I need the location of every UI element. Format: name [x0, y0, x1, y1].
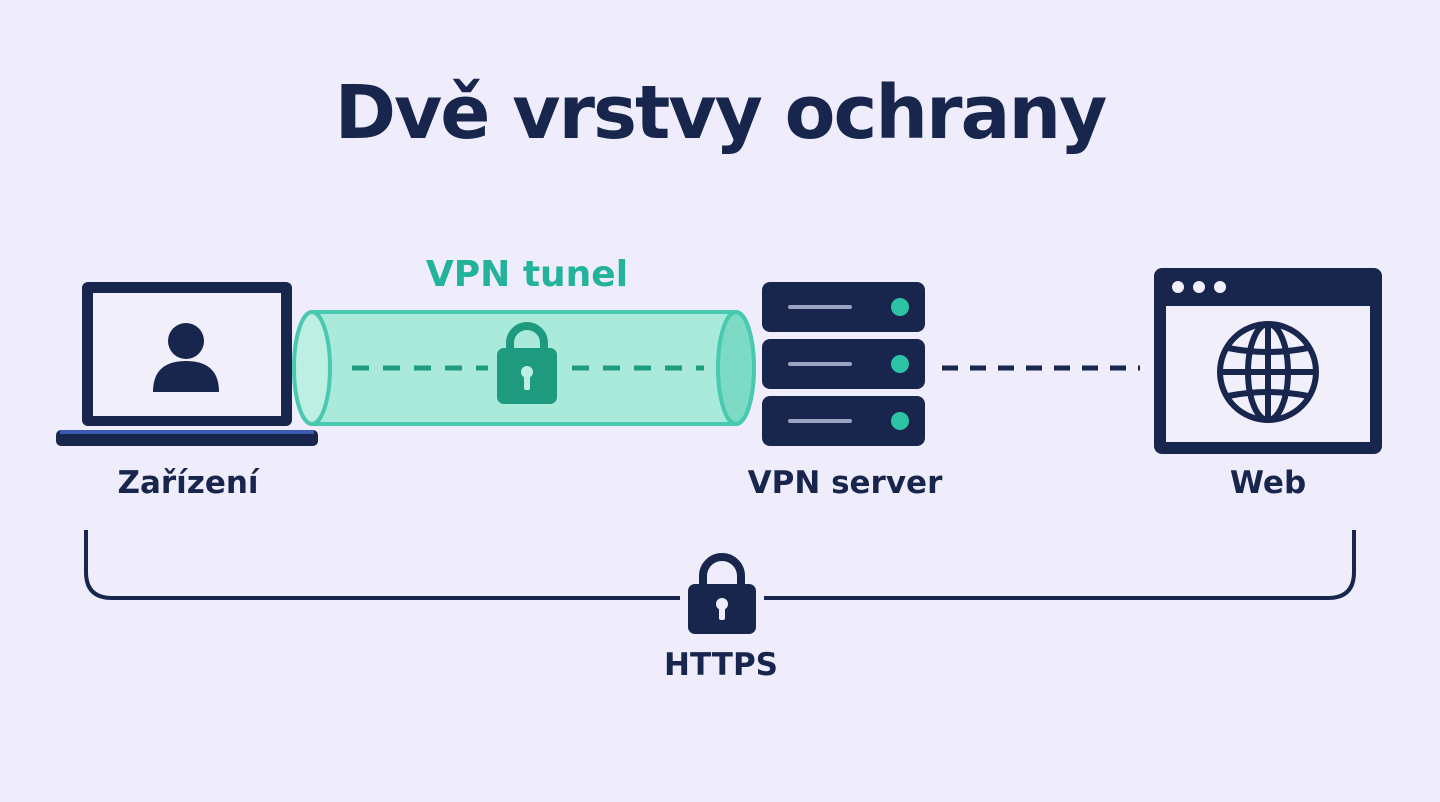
globe-icon — [1217, 321, 1319, 423]
device-label: Zařízení — [117, 465, 259, 501]
vpn-tunnel-label: VPN tunel — [425, 254, 629, 295]
vpn-tunnel — [292, 310, 756, 426]
https-label: HTTPS — [664, 647, 778, 683]
web-label: Web — [1229, 465, 1307, 501]
page-title: Dvě vrstvy ochrany — [334, 70, 1108, 156]
laptop-user-icon — [56, 282, 318, 446]
tunnel-lock-icon — [497, 322, 557, 404]
browser-globe-icon — [1154, 268, 1382, 454]
server-rack-icon — [762, 282, 925, 446]
vpn-server-label: VPN server — [747, 465, 943, 501]
https-bracket — [84, 530, 1356, 600]
https-lock-icon — [688, 553, 756, 634]
